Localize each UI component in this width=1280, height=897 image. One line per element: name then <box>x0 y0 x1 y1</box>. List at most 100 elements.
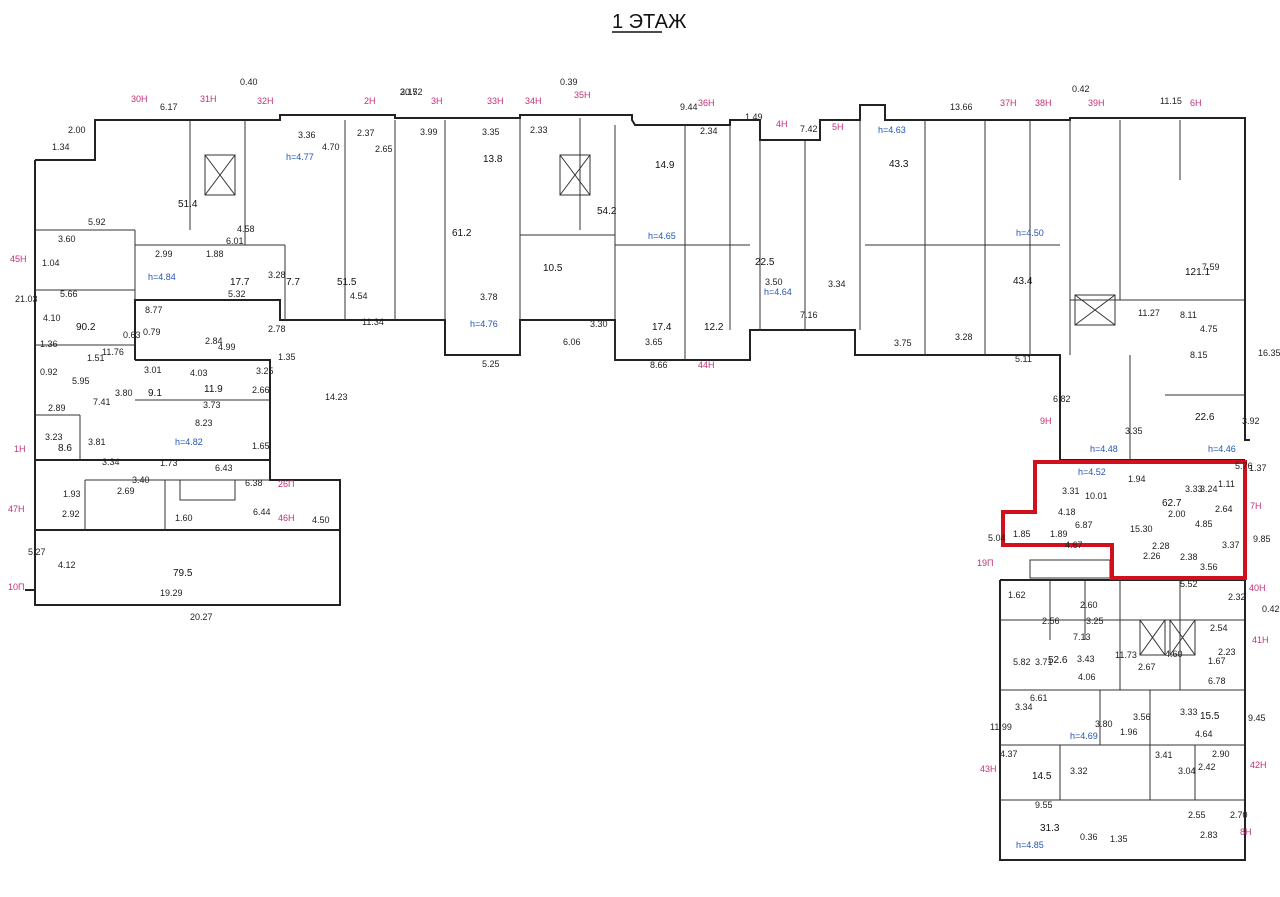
dimension-label: 8.77 <box>145 305 163 315</box>
dimension-label: 3.56 <box>1133 712 1151 722</box>
dimension-label: 2.92 <box>62 509 80 519</box>
dimension-label: 1.51 <box>87 353 105 363</box>
unit-label: 9Н <box>1040 416 1052 426</box>
dimension-label: 2.64 <box>1215 504 1233 514</box>
dimension-label: 3.04 <box>1178 766 1196 776</box>
dimension-label: 2.37 <box>357 128 375 138</box>
dimension-label: 8.23 <box>195 418 213 428</box>
unit-labels: 30Н 31Н 32Н 2Н 3Н 33Н 34Н 35Н 36Н 4Н 5Н … <box>8 90 1269 837</box>
dimension-label: 2.28 <box>1152 541 1170 551</box>
dimension-label: 1.35 <box>278 352 296 362</box>
dimension-label: 3.65 <box>645 337 663 347</box>
dimension-label: 4.60 <box>1165 649 1183 659</box>
dimension-label: 3.28 <box>955 332 973 342</box>
dimension-label: 4.85 <box>1195 519 1213 529</box>
unit-label: 7Н <box>1250 501 1262 511</box>
dimension-label: 2.66 <box>252 385 270 395</box>
dimension-label: 6.01 <box>226 236 244 246</box>
dimension-label: 3.35 <box>1125 426 1143 436</box>
dimension-label: 2.33 <box>530 125 548 135</box>
height-label: h=4.84 <box>148 272 176 282</box>
dimension-label: 3.71 <box>1035 657 1053 667</box>
dimension-label: 11.34 <box>362 317 384 327</box>
highlighted-unit-7H[interactable] <box>1001 460 1247 580</box>
unit-label: 43Н <box>980 764 997 774</box>
dimension-label: 4.37 <box>1000 749 1018 759</box>
height-label: h=4.85 <box>1016 840 1044 850</box>
dimension-label: 6.61 <box>1030 693 1048 703</box>
dimension-label: 1.65 <box>252 441 270 451</box>
dimension-label: 3.73 <box>203 400 221 410</box>
height-label: h=4.76 <box>470 319 498 329</box>
dimension-label: 2.54 <box>1210 623 1228 633</box>
dimension-label: 1.85 <box>1013 529 1031 539</box>
dimension-label: 3.92 <box>1242 416 1260 426</box>
dimension-label: 7.59 <box>1202 262 1220 272</box>
dimension-label: 13.66 <box>950 102 973 112</box>
dimension-label: 4.10 <box>43 313 61 323</box>
lift-icon <box>559 154 591 196</box>
dimension-label: 3.23 <box>45 432 63 442</box>
lift-icon <box>1074 294 1116 326</box>
dimension-label: 5.52 <box>1180 579 1198 589</box>
unit-label: 4Н <box>776 119 788 129</box>
room-area: 61.2 <box>452 228 472 239</box>
dimension-label: 3.43 <box>1077 654 1095 664</box>
room-area: 51.5 <box>337 277 357 288</box>
dimension-label: 7.41 <box>93 397 111 407</box>
dimension-label: 1.60 <box>175 513 193 523</box>
dimension-label: 3.25 <box>1086 616 1104 626</box>
dimension-label: 3.33 <box>1180 707 1198 717</box>
dimension-label: 3.34 <box>102 457 120 467</box>
dimension-label: 0.79 <box>143 327 161 337</box>
dimension-label: 3.24 <box>1200 484 1218 494</box>
dimension-label: 3.75 <box>894 338 912 348</box>
dimension-label: 2.23 <box>1218 647 1236 657</box>
height-label: h=4.82 <box>175 437 203 447</box>
dimension-label: 3.99 <box>420 127 438 137</box>
unit-label: 3Н <box>431 96 443 106</box>
dimension-label: 3.78 <box>480 292 498 302</box>
dimension-label: 11.76 <box>102 347 124 357</box>
dimension-label: 7.16 <box>800 310 818 320</box>
dimension-label: 1.88 <box>206 249 224 259</box>
room-area: 17.4 <box>652 322 672 333</box>
room-area: 7.7 <box>286 277 300 288</box>
dimension-label: 3.80 <box>115 388 133 398</box>
room-area: 14.5 <box>1032 771 1052 782</box>
unit-label: 19П <box>977 558 993 568</box>
dimension-label: 4.70 <box>322 142 340 152</box>
dimension-label: 3.41 <box>1155 750 1173 760</box>
dimension-label: 3.33 <box>1185 484 1203 494</box>
dimension-label: 6.87 <box>1075 520 1093 530</box>
dimension-label: 4.75 <box>1200 324 1218 334</box>
unit-label: 45Н <box>10 254 27 264</box>
dimension-label: 4.18 <box>1058 507 1076 517</box>
dimension-label: 2.99 <box>155 249 173 259</box>
dimension-label: 2.60 <box>1080 600 1098 610</box>
dimension-label: 3.56 <box>1200 562 1218 572</box>
unit-label: 8Н <box>1240 827 1252 837</box>
dimension-label: 11.27 <box>1138 308 1160 318</box>
unit-label: 40Н <box>1249 583 1266 593</box>
dimension-label: 1.11 <box>1218 479 1235 489</box>
dimension-label: 0.36 <box>1080 832 1098 842</box>
unit-label: 26П <box>278 479 294 489</box>
dimension-label: 0.63 <box>123 330 141 340</box>
room-area: 10.5 <box>543 263 563 274</box>
room-area: 62.7 <box>1162 498 1182 509</box>
dimension-label: 21.03 <box>15 294 38 304</box>
dimension-label: 1.62 <box>1008 590 1026 600</box>
dimension-label: 6.78 <box>1208 676 1226 686</box>
height-label: h=4.52 <box>1078 467 1106 477</box>
unit-label: 32Н <box>257 96 274 106</box>
room-area: 54.2 <box>597 206 617 217</box>
dimension-label: 6.43 <box>215 463 233 473</box>
room-area: 9.1 <box>148 388 162 399</box>
dimension-label: 3.01 <box>144 365 162 375</box>
room-areas: 51.4 90.2 17.7 7.7 51.5 61.2 13.8 54.2 1… <box>58 154 1220 834</box>
dimension-label: 4.67 <box>1065 540 1083 550</box>
dimension-label: 0.92 <box>40 367 58 377</box>
dimension-label: 1.34 <box>52 142 70 152</box>
unit-label: 2Н <box>364 96 376 106</box>
